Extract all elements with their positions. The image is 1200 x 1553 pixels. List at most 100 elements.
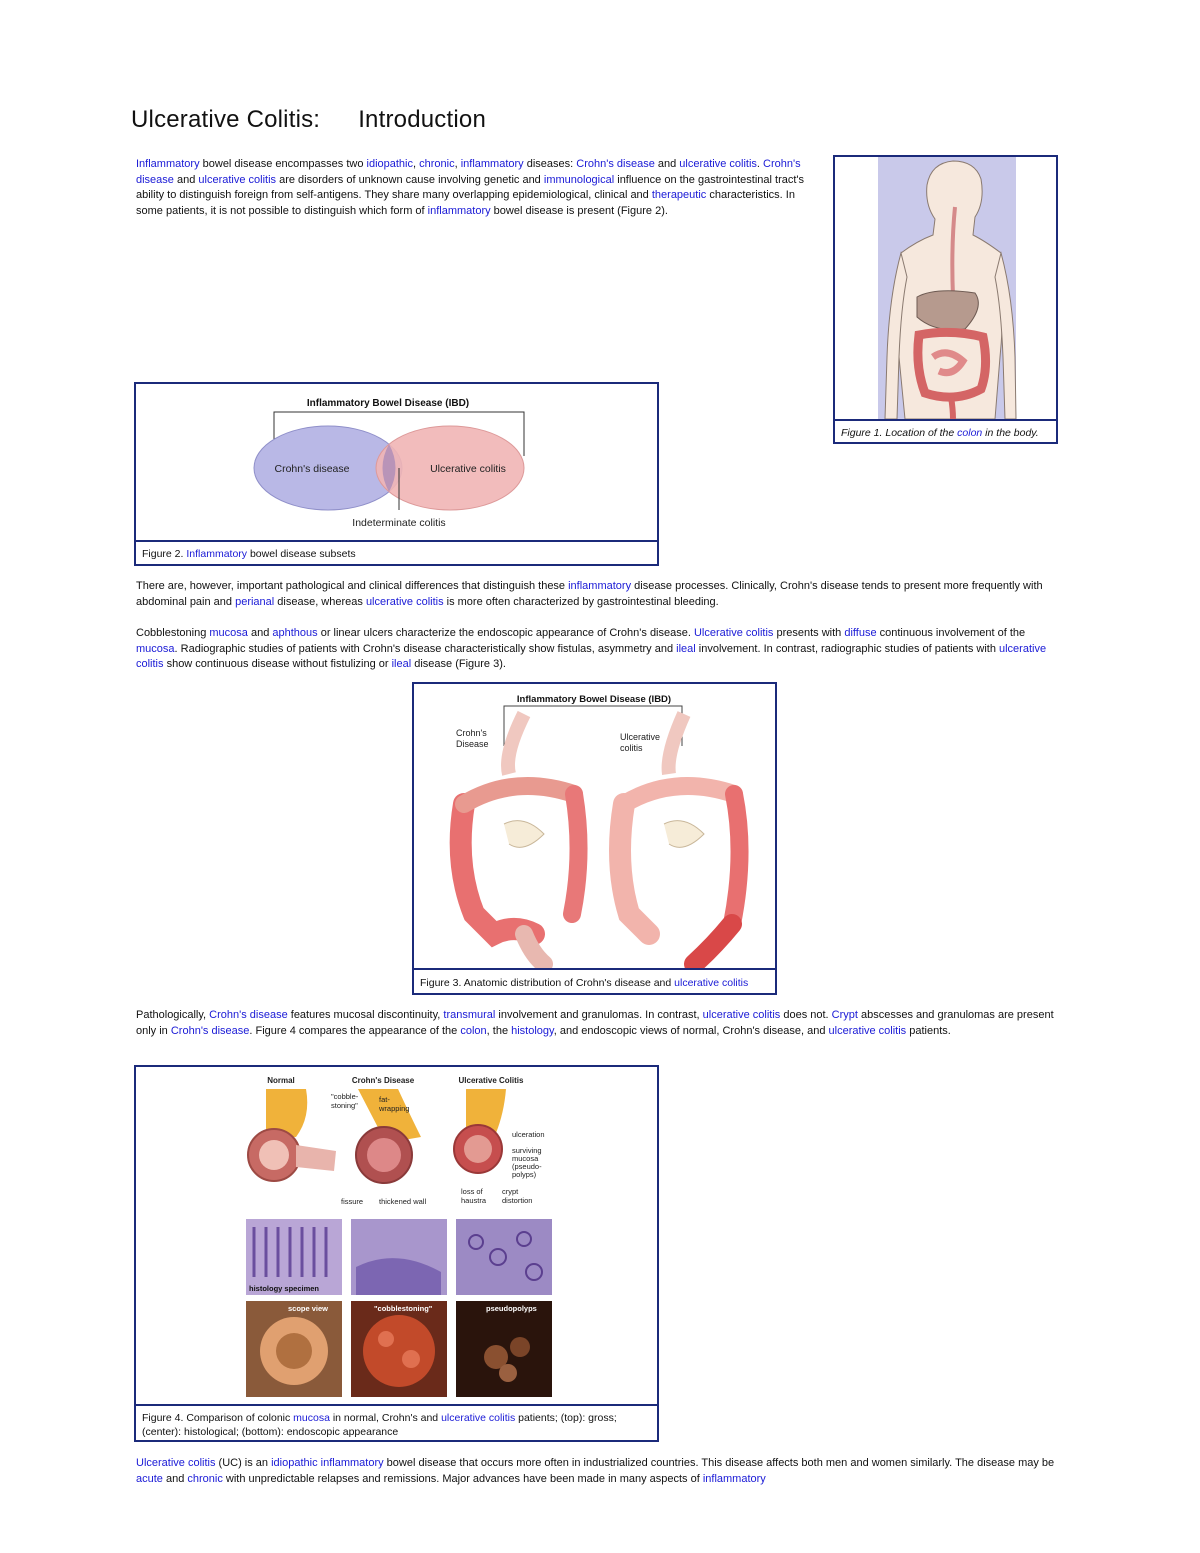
term-link[interactable]: chronic (187, 1472, 223, 1485)
text-run: , the (486, 1024, 512, 1037)
svg-text:fat-: fat- (379, 1095, 390, 1104)
term-link[interactable]: ulcerative colitis (674, 977, 749, 989)
paragraph-pathology: Pathologically, Crohn's disease features… (136, 1008, 1058, 1039)
figure-2-caption: Figure 2. Inflammatory bowel disease sub… (142, 547, 356, 561)
paragraph-uc-overview: Ulcerative colitis (UC) is an idiopathic… (136, 1456, 1058, 1487)
text-run: features mucosal discontinuity, (287, 1009, 444, 1021)
term-link[interactable]: Ulcerative colitis (136, 1457, 216, 1469)
uc-circle (375, 425, 525, 511)
term-link[interactable]: Ulcerative colitis (693, 627, 774, 639)
term-link[interactable]: transmural (443, 1009, 496, 1021)
term-link[interactable]: acute (136, 1472, 163, 1485)
text-run: characteristics. In some patients, it is… (136, 189, 795, 217)
text-run: abscesses and granulomas are present onl… (136, 1009, 1054, 1037)
term-link[interactable]: colon (957, 427, 983, 439)
text-run: and (162, 1472, 188, 1485)
text-run: Figure 4. Comparison of colonic (142, 1412, 294, 1424)
histology-uc (456, 1219, 552, 1295)
term-link[interactable]: inflammatory (460, 158, 524, 170)
venn-title: Inflammatory Bowel Disease (IBD) (307, 398, 469, 409)
indeterminate-label: Indeterminate colitis (352, 517, 445, 529)
text-run: and (654, 158, 680, 170)
fig4-col-uc: Ulcerative Colitis (459, 1076, 524, 1085)
fig4-col-normal: Normal (267, 1076, 295, 1085)
term-link[interactable]: inflammatory (320, 1457, 384, 1469)
crohns-label: Crohn's disease (275, 463, 350, 475)
term-link[interactable]: ulcerative colitis (441, 1412, 516, 1424)
term-link[interactable]: Inflammatory (186, 548, 248, 560)
term-link[interactable]: idiopathic (366, 158, 413, 170)
fig3-title: Inflammatory Bowel Disease (IBD) (517, 694, 671, 705)
paragraph-differences: There are, however, important pathologic… (136, 579, 1058, 610)
term-link[interactable]: ileal (676, 642, 696, 655)
term-link[interactable]: inflammatory (568, 580, 632, 592)
fig3-uc-label-2: colitis (620, 743, 643, 753)
term-link[interactable]: colon (460, 1024, 487, 1037)
term-link[interactable]: chronic (419, 158, 455, 170)
term-link[interactable]: ulcerative colitis (828, 1024, 907, 1037)
term-link[interactable]: mucosa (136, 642, 175, 655)
term-link[interactable]: Crohn's disease (170, 1024, 250, 1037)
text-run: . Radiographic studies of patients with … (174, 642, 677, 655)
text-run: involvement. In contrast, radiographic s… (695, 642, 999, 655)
term-link[interactable]: ulcerative colitis (136, 642, 1047, 671)
text-run: disease, whereas (274, 595, 366, 608)
text-run: does not. (780, 1009, 832, 1021)
text-run: presents with (773, 627, 845, 639)
text-run: show continuous disease without fistuliz… (163, 658, 392, 671)
text-run: . (756, 158, 764, 170)
term-link[interactable]: histology (511, 1024, 554, 1037)
text-run: patients. (906, 1024, 951, 1037)
term-link[interactable]: therapeutic (651, 189, 707, 202)
endo-label-uc: pseudopolyps (486, 1304, 537, 1313)
term-link[interactable]: diffuse (844, 627, 877, 639)
svg-text:distortion: distortion (502, 1196, 532, 1205)
figure-1: Figure 1. Location of the colon in the b… (833, 155, 1058, 444)
term-link[interactable]: ulcerative colitis (702, 1009, 781, 1021)
colon-comparison-illustration: Normal Crohn's Disease Ulcerative Coliti… (246, 1076, 552, 1397)
term-link[interactable]: Crohn's disease (576, 158, 655, 170)
figure-2: Inflammatory Bowel Disease (IBD) Crohn's… (134, 382, 659, 566)
term-link[interactable]: mucosa (293, 1412, 330, 1424)
text-run: , (454, 158, 461, 170)
text-run: disease (Figure 3). (411, 658, 506, 671)
svg-text:stoning": stoning" (331, 1101, 358, 1110)
page-title: Ulcerative Colitis:Introduction (131, 106, 487, 133)
text-run: bowel disease that occurs more often in … (383, 1457, 1055, 1469)
body-illustration (878, 157, 1017, 419)
text-run: patients; (top): gross; (center): histol… (142, 1412, 617, 1438)
paragraph-endoscopic: Cobblestoning mucosa and aphthous or lin… (136, 626, 1058, 673)
text-run: or linear ulcers characterize the endosc… (317, 627, 694, 639)
term-link[interactable]: aphthous (272, 627, 318, 639)
figure-4-caption: Figure 4. Comparison of colonic mucosa i… (142, 1411, 652, 1439)
term-link[interactable]: Crohn's disease (209, 1009, 288, 1021)
text-run: and (247, 627, 273, 639)
svg-text:polyps): polyps) (512, 1170, 537, 1179)
term-link[interactable]: perianal (235, 595, 275, 608)
text-run: (UC) is an (215, 1457, 272, 1469)
term-link[interactable]: inflammatory (702, 1472, 766, 1485)
svg-text:mucosa: mucosa (512, 1154, 539, 1163)
figure-3-caption: Figure 3. Anatomic distribution of Crohn… (420, 976, 748, 990)
text-run: There are, however, important pathologic… (136, 580, 569, 592)
term-link[interactable]: ileal (391, 658, 412, 671)
term-link[interactable]: Crypt (831, 1009, 858, 1021)
term-link[interactable]: immunological (543, 173, 615, 186)
svg-text:(pseudo-: (pseudo- (512, 1162, 542, 1171)
term-link[interactable]: inflammatory (427, 204, 491, 217)
svg-text:surviving: surviving (512, 1146, 542, 1155)
fig3-crohns-label-1: Crohn's (456, 728, 487, 738)
term-link[interactable]: ulcerative colitis (365, 595, 444, 608)
term-link[interactable]: Inflammatory (136, 158, 200, 170)
text-run: disease processes. Clinically, Crohn's d… (136, 580, 1043, 608)
intro-paragraph: Inflammatory bowel disease encompasses t… (136, 157, 824, 219)
term-link[interactable]: Crohn's disease (136, 158, 801, 186)
svg-text:ulceration: ulceration (512, 1130, 545, 1139)
term-link[interactable]: ulcerative colitis (679, 158, 757, 170)
term-link[interactable]: ulcerative colitis (198, 173, 277, 186)
term-link[interactable]: idiopathic (271, 1457, 318, 1469)
term-link[interactable]: mucosa (209, 627, 248, 639)
text-run: in the body. (982, 427, 1039, 439)
text-run: bowel disease subsets (247, 548, 356, 560)
svg-text:thickened wall: thickened wall (379, 1197, 426, 1206)
